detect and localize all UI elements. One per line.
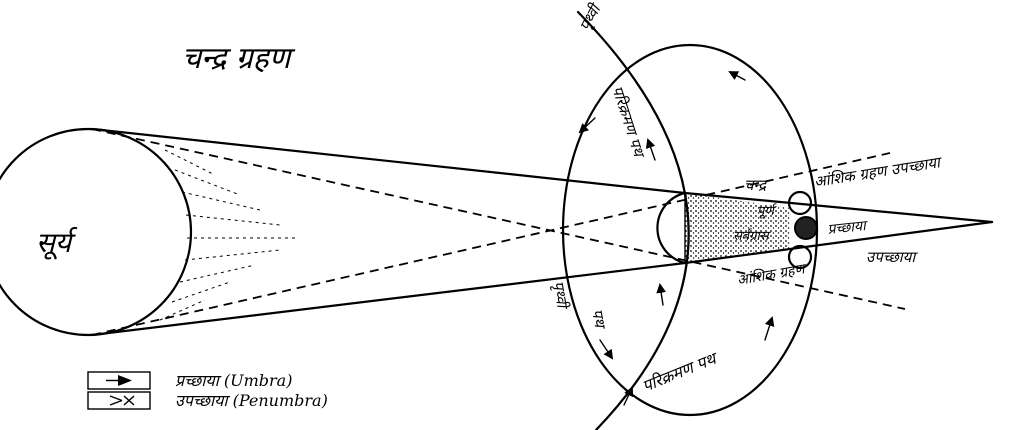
sun-circle <box>0 129 191 335</box>
path-label-bottom: पथ <box>588 308 609 332</box>
umbra-shadow-region <box>685 193 790 263</box>
partial-penumbra-label: आंशिक ग्रहण उपच्छाया <box>813 153 944 191</box>
arrow-icon <box>765 318 772 340</box>
total-label-2: सर्वग्रास <box>733 228 771 244</box>
arrow-icon <box>660 285 663 305</box>
moon-total-eclipse <box>795 217 817 239</box>
sun-rays <box>160 150 295 320</box>
moon-label: चन्द्र <box>744 176 769 194</box>
umbra-arrow-icon <box>106 375 132 386</box>
earth-label-top: पृथ्वी <box>576 0 607 34</box>
legend: प्रच्छाया (Umbra) उपच्छाया (Penumbra) <box>88 371 328 410</box>
arrow-icon <box>648 140 655 160</box>
arrow-icon <box>730 72 745 80</box>
sun-label: सूर्य <box>36 226 78 260</box>
umbra-line-top <box>92 129 685 193</box>
umbra-label: प्रच्छाया <box>827 218 870 238</box>
penumbra-cross-icon <box>110 396 134 405</box>
orbit-label-top: परिक्रमण पथ <box>608 84 649 162</box>
earth-label-bottom: पृथ्वी <box>548 280 572 312</box>
legend-penumbra-box <box>88 392 150 409</box>
legend-penumbra-label: उपच्छाया (Penumbra) <box>175 391 328 410</box>
diagram-title: चन्द्र ग्रहण <box>182 41 296 76</box>
arrow-icon <box>600 340 612 358</box>
penumbra-label: उपच्छाया <box>866 248 918 266</box>
orbit-label-bottom: परिक्रमण पथ <box>639 348 721 396</box>
legend-umbra-label: प्रच्छाया (Umbra) <box>175 371 292 390</box>
